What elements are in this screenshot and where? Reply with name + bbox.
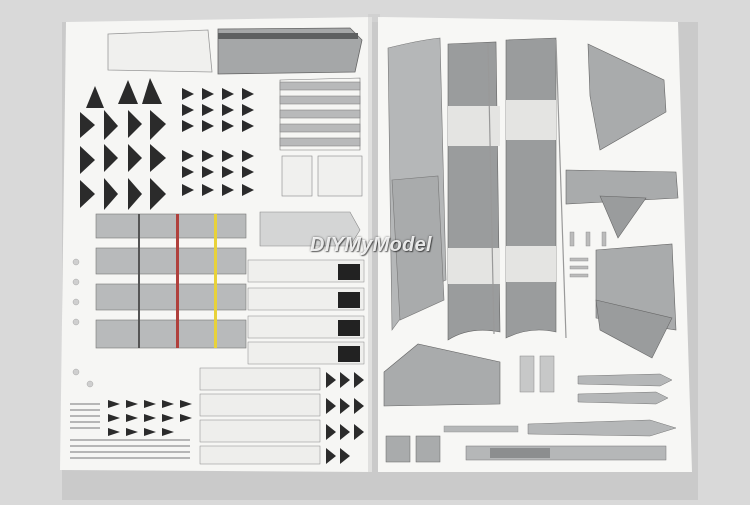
watermark: DIYMyModel (310, 234, 432, 256)
right-page (378, 17, 692, 472)
triangle-decals-small (182, 88, 254, 196)
delta-wing-part (587, 43, 667, 151)
spine-shadow (368, 14, 380, 474)
lower-left-parts (70, 258, 364, 465)
gray-strip-parts (95, 213, 247, 349)
triangle-decals-large (80, 78, 166, 210)
cockpit-parts (247, 259, 365, 365)
